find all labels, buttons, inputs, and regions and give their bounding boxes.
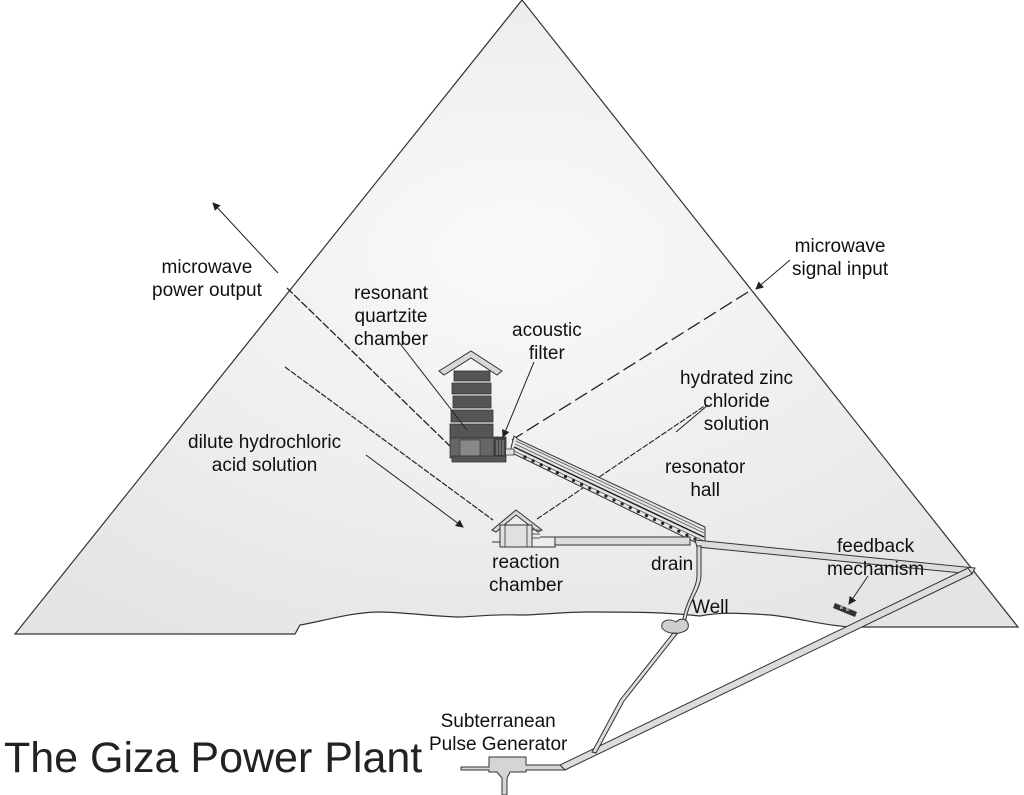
hall-dot [588, 486, 592, 490]
hall-dot [612, 498, 616, 502]
acid-shaft-right [536, 404, 707, 520]
diagram-title: The Giza Power Plant [4, 734, 423, 782]
hall-dot [531, 459, 535, 463]
hall-dot [523, 455, 527, 459]
label-acoustic-filter: acoustic filter [512, 320, 582, 364]
hall-dot [661, 521, 665, 525]
subterranean-chamber [460, 756, 567, 795]
label-resonator-hall: resonator hall [665, 457, 746, 501]
horizontal-passage [554, 536, 691, 546]
acid-pointer [365, 454, 464, 528]
label-hydrated-zinc-chloride: hydrated zinc chloride solution [680, 368, 794, 435]
hall-dot [669, 525, 673, 529]
feedback-mechanism [833, 603, 857, 617]
hall-dot [571, 478, 576, 483]
hall-dot [636, 510, 640, 514]
label-microwave-signal-input: microwave signal input [792, 236, 889, 280]
label-dilute-hydrochloric-acid: dilute hydrochloric acid solution [188, 432, 342, 476]
acoustic-filter-pointer [501, 361, 535, 438]
label-drain: drain [651, 554, 694, 575]
label-resonant-quartzite-chamber: resonant quartzite chamber [354, 283, 428, 350]
feedback-pointer [848, 575, 869, 605]
label-reaction-chamber: reaction chamber [489, 552, 563, 596]
label-well: Well [692, 597, 729, 618]
hall-dot [620, 502, 624, 506]
label-microwave-power-output: microwave power output [152, 257, 262, 301]
microwave-output-shaft [286, 287, 453, 449]
quartzite-pointer [397, 340, 468, 431]
hall-dot [685, 533, 689, 537]
resonant-quartzite-chamber [438, 350, 515, 463]
hall-dot [628, 506, 632, 510]
microwave-input-shaft [511, 291, 749, 441]
hall-dot [652, 517, 657, 522]
zinc-chloride-pointer [675, 404, 709, 433]
label-feedback-mechanism: feedback mechanism [827, 536, 925, 580]
hall-dot [644, 513, 649, 518]
hall-dot [563, 474, 568, 479]
well-grotto [661, 618, 689, 634]
microwave-input-arrow [755, 259, 791, 290]
microwave-output-arrow [212, 202, 279, 274]
pyramid-outline [13, 0, 1020, 635]
reaction-chamber [491, 509, 556, 548]
hall-dot [596, 490, 600, 494]
hall-dot [604, 494, 608, 498]
acid-shaft-left [284, 366, 494, 521]
resonator-hall-dots [523, 455, 697, 541]
well-lower-shaft [591, 632, 678, 754]
hall-dot [580, 482, 584, 486]
label-subterranean-pulse-generator: Subterranean Pulse Generator [429, 711, 568, 755]
hall-dot [547, 467, 551, 471]
hall-dot [555, 471, 559, 475]
hall-dot [539, 463, 543, 467]
hall-dot [677, 529, 681, 533]
